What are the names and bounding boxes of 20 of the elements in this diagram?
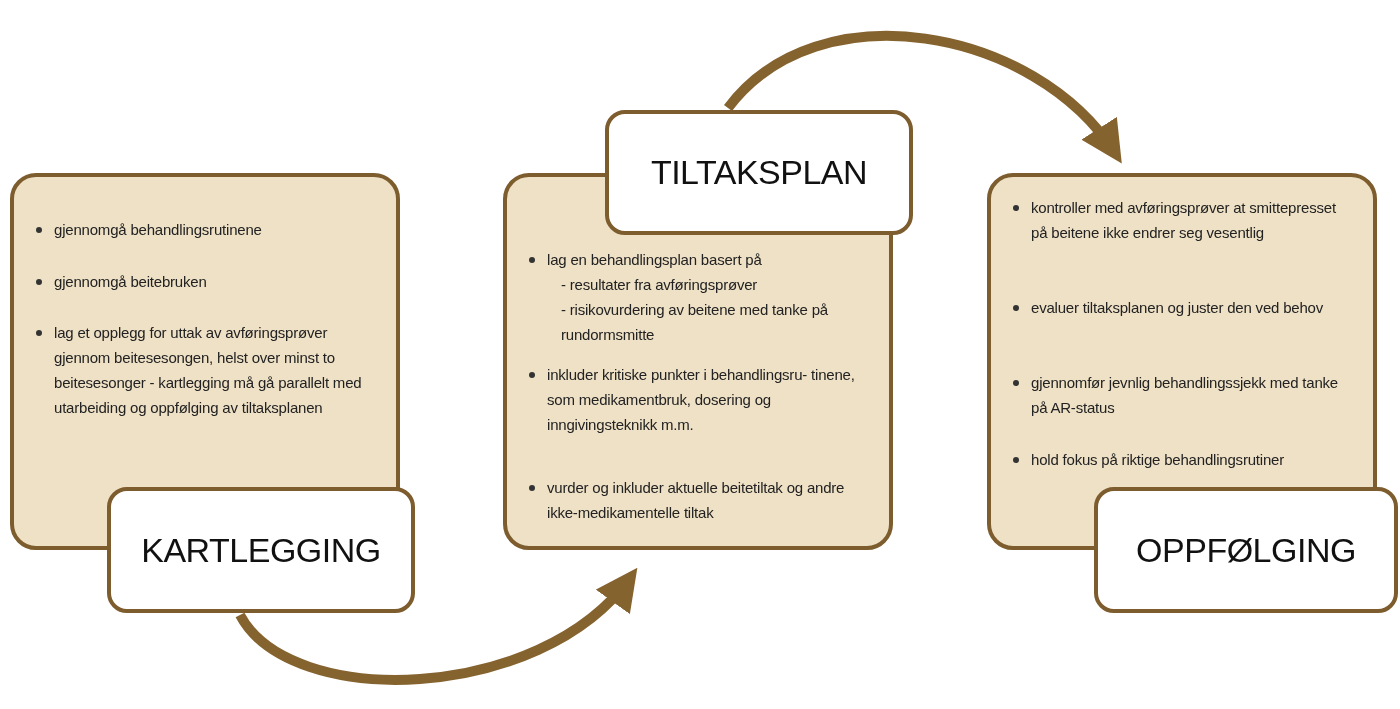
- bullet-item: inkluder kritiske punkter i behandlingsru- tinene, som medikamentbruk, dosering og inngivingsteknikk m.m.: [527, 362, 871, 437]
- step-title: KARTLEGGING: [141, 530, 381, 570]
- title-box: [605, 110, 913, 235]
- bullet-item: gjennomgå behandlingsrutinene: [34, 217, 378, 242]
- bullet-item: kontroller med avføringsprøver at smittepresset på beitene ikke endrer seg vesentlig: [1011, 195, 1355, 245]
- step-title: TILTAKSPLAN: [650, 153, 868, 192]
- bullet-item: gjennomfør jevnlig behandlingssjekk med tanke på AR-status: [1011, 370, 1355, 420]
- bullet-item: lag et opplegg for uttak av avføringsprøver gjennom beitesesongen, helst over minst to beitesesonger - kartlegging må gå parallelt med utarbeiding og oppfølging av tiltaksplanen: [34, 320, 378, 420]
- curved-arrow: [236, 568, 639, 685]
- title-box: [107, 487, 415, 613]
- bullet-item: hold fokus på riktige behandlingsrutiner: [1011, 447, 1355, 472]
- bullet-item: evaluer tiltaksplanen og juster den ved behov: [1011, 295, 1355, 320]
- bullet-item: lag en behandlingsplan basert på: [527, 247, 871, 272]
- bullet-item: vurder og inkluder aktuelle beitetiltak og andre ikke-medikamentelle tiltak: [527, 475, 871, 525]
- step-title: OPPFØLGING: [1136, 530, 1356, 570]
- sub-item: - risikovurdering av beitene med tanke på rundormsmitte: [560, 300, 829, 345]
- sub-item: - resultater fra avføringsprøver: [560, 275, 759, 295]
- bullet-item: gjennomgå beitebruken: [34, 269, 378, 294]
- title-box: [1094, 487, 1398, 613]
- curved-arrow: [724, 31, 1123, 163]
